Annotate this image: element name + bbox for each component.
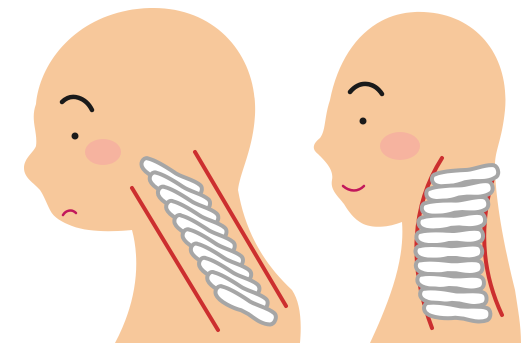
right-figure: [314, 12, 521, 343]
left-figure: [24, 8, 301, 343]
left-cheek-blush: [85, 139, 121, 165]
right-cheek-blush: [380, 132, 420, 160]
left-eye: [72, 133, 79, 140]
right-vertebra-6: [415, 244, 482, 259]
right-eye: [360, 118, 367, 125]
